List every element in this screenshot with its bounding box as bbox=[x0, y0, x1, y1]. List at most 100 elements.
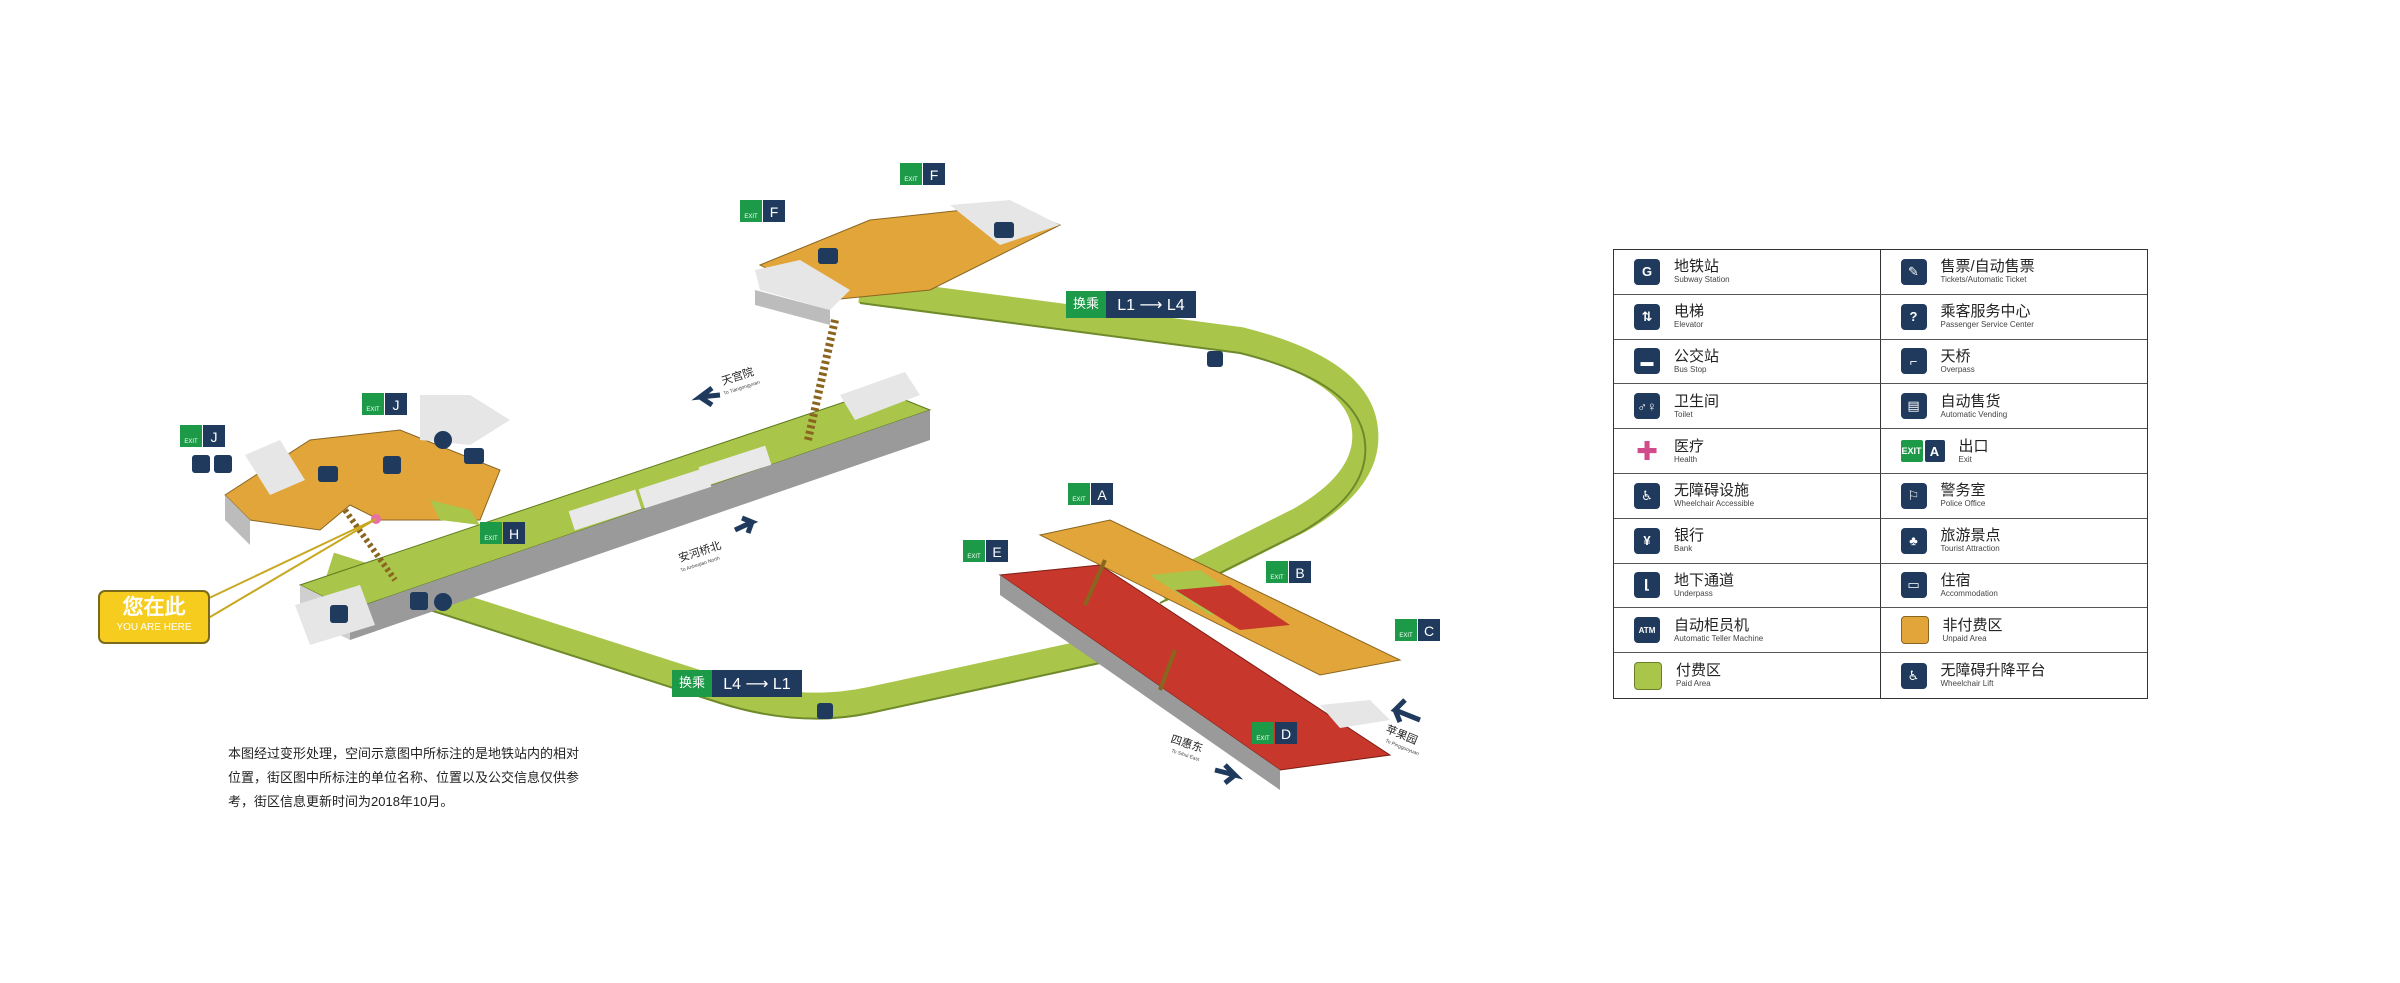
vending-icon: ▤ bbox=[1900, 393, 1927, 420]
atm-icon bbox=[464, 448, 484, 464]
toilet-icon bbox=[330, 605, 348, 623]
wheelchair-icon bbox=[214, 455, 232, 473]
direction-arrow bbox=[733, 515, 759, 534]
transfer-sign-l1-l4: 换乘 L1 ⟶ L4 bbox=[1066, 291, 1196, 318]
legend-label: 地铁站 bbox=[1674, 258, 1720, 276]
legend-sublabel: Accommodation bbox=[1940, 588, 1998, 598]
wheelchair-lift-icon bbox=[1207, 351, 1223, 367]
transfer-corridor-l1-l4 bbox=[858, 277, 1379, 602]
svg-text:EXIT: EXIT bbox=[184, 439, 198, 445]
legend-label: 旅游景点 bbox=[1940, 527, 2001, 545]
svg-text:EXIT: EXIT bbox=[366, 407, 380, 413]
exit-sign-b: EXIT B bbox=[1266, 561, 1311, 583]
exit-sign-f-lower: EXIT F bbox=[740, 200, 785, 222]
transfer-sign-l4-l1: 换乘 L4 ⟶ L1 bbox=[672, 670, 802, 697]
exit-sign-c: EXIT C bbox=[1395, 619, 1440, 641]
svg-text:C: C bbox=[1424, 623, 1434, 639]
wheelchair-icon bbox=[434, 431, 452, 449]
you-are-here-marker: 您在此 YOU ARE HERE bbox=[98, 590, 210, 644]
svg-text:E: E bbox=[992, 544, 1001, 560]
legend-sublabel: Toilet bbox=[1674, 409, 1693, 419]
svg-text:J: J bbox=[393, 397, 400, 413]
legend-label: 出口 bbox=[1958, 437, 1989, 455]
svg-text:L1 ⟶ L4: L1 ⟶ L4 bbox=[1117, 297, 1185, 314]
accommodation-icon: ▭ bbox=[1900, 572, 1927, 599]
you-are-here-zh: 您在此 bbox=[122, 596, 186, 619]
svg-text:换乘: 换乘 bbox=[1073, 296, 1099, 311]
legend-sublabel: Underpass bbox=[1674, 588, 1713, 598]
svg-text:A: A bbox=[1097, 487, 1107, 503]
legend-sublabel: Unpaid Area bbox=[1942, 633, 1987, 643]
svg-text:EXIT: EXIT bbox=[1256, 736, 1270, 742]
legend-sublabel: Tickets/Automatic Ticket bbox=[1940, 275, 2027, 285]
atm-icon: ATM bbox=[1634, 617, 1660, 644]
legend-label: 乘客服务中心 bbox=[1940, 303, 2031, 321]
direction-arrow bbox=[1390, 698, 1421, 723]
ticket-icon: ✎ bbox=[1900, 258, 1927, 285]
legend-label: 住宿 bbox=[1940, 571, 1971, 589]
exit-sign-j-lower: EXIT J bbox=[180, 425, 225, 447]
legend-sublabel: Bus Stop bbox=[1674, 364, 1707, 374]
bus-icon: ▬ bbox=[1634, 348, 1660, 375]
wheelchair-icon bbox=[434, 593, 452, 611]
legend-sublabel: Passenger Service Center bbox=[1940, 320, 2034, 330]
atm-icon bbox=[994, 222, 1014, 238]
legend-label: 付费区 bbox=[1676, 662, 1722, 680]
legend-sublabel: Automatic Vending bbox=[1940, 409, 2008, 419]
svg-text:B: B bbox=[1295, 565, 1304, 581]
legend-sublabel: Bank bbox=[1674, 544, 1693, 554]
legend-label: 电梯 bbox=[1674, 303, 1705, 321]
svg-text:EXIT: EXIT bbox=[484, 536, 498, 542]
exit-sign-j-upper: EXIT J bbox=[362, 393, 407, 415]
toilet-icon bbox=[192, 455, 210, 473]
wheelchair-icon: ♿ bbox=[1634, 482, 1660, 509]
legend-label: 自动柜员机 bbox=[1674, 616, 1750, 634]
exit-sign-f-upper: EXIT F bbox=[900, 163, 945, 185]
legend-label: 非付费区 bbox=[1942, 616, 2003, 634]
svg-text:F: F bbox=[770, 204, 779, 220]
map-disclaimer: 本图经过变形处理，空间示意图中所标注的是地铁站内的相对位置，街区图中所标注的单位… bbox=[228, 746, 580, 809]
exit-sign-h: EXIT H bbox=[480, 522, 525, 544]
svg-text:EXIT: EXIT bbox=[1072, 497, 1086, 503]
legend-sublabel: Tourist Attraction bbox=[1940, 544, 2000, 554]
wheelchair-lift-icon: ♿ bbox=[1900, 662, 1927, 689]
svg-text:EXIT: EXIT bbox=[1270, 575, 1284, 581]
legend-label: 卫生间 bbox=[1674, 392, 1720, 410]
toilet-icon: ♂♀ bbox=[1634, 393, 1660, 420]
legend-sublabel: Overpass bbox=[1940, 364, 1975, 374]
paid-area-icon bbox=[1634, 661, 1662, 690]
tourist-icon: ♣ bbox=[1900, 527, 1927, 554]
legend-sublabel: Police Office bbox=[1940, 499, 1986, 509]
bank-icon: ¥ bbox=[1634, 527, 1660, 554]
legend-label: 警务室 bbox=[1940, 482, 1986, 500]
direction-arrow bbox=[1214, 763, 1244, 785]
legend-label: 自动售货 bbox=[1940, 392, 2001, 410]
legend-sublabel: Automatic Teller Machine bbox=[1674, 633, 1764, 643]
wheelchair-lift-icon bbox=[817, 703, 833, 719]
legend-label: 售票/自动售票 bbox=[1940, 258, 2035, 276]
svg-text:L4 ⟶ L1: L4 ⟶ L1 bbox=[723, 676, 791, 693]
svg-text:H: H bbox=[509, 526, 519, 542]
subway-station-icon: G bbox=[1634, 258, 1660, 285]
exit-sign-a: EXIT A bbox=[1068, 483, 1113, 505]
svg-text:D: D bbox=[1281, 726, 1291, 742]
